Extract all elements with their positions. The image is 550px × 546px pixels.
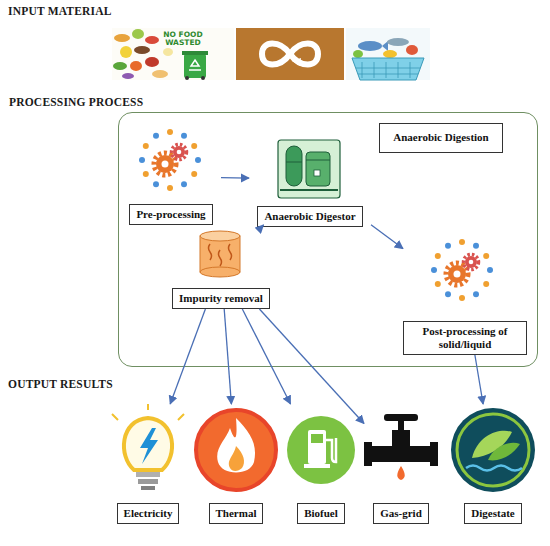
process-step: Post-processing of solid/liquid: [403, 235, 527, 355]
output-box: Gas-grid: [364, 404, 438, 524]
node-label: Digestate: [464, 503, 521, 524]
process-step: Pre-processing: [121, 129, 221, 225]
node-label: Pre-processing: [129, 204, 212, 225]
digestate-icon: [451, 408, 535, 492]
image-text: NO FOOD WASTED: [160, 31, 206, 48]
fuel-pump-icon: [287, 416, 355, 484]
section-heading: PROCESSING PROCESS: [9, 96, 143, 108]
flow-arrow: [259, 309, 364, 424]
basket-image: [346, 28, 430, 80]
bulb-icon: [112, 404, 184, 490]
gas-valve-icon: [364, 414, 438, 480]
process-step: Impurity removal: [157, 225, 285, 309]
output-box: Thermal: [194, 404, 278, 524]
node-label: Anaerobic Digestion: [393, 131, 488, 144]
gear-icon: [139, 129, 201, 191]
food-waste-image: [112, 28, 234, 80]
process-group: PROCESSING PROCESSPre-processingAnaerobi…: [118, 112, 538, 367]
node-label: Gas-grid: [373, 503, 429, 524]
section-heading: OUTPUT RESULTS: [8, 378, 113, 390]
flow-arrow: [170, 309, 205, 404]
circular-economy-image: [236, 28, 344, 80]
gear-icon: [431, 239, 493, 301]
node-label: Thermal: [209, 503, 264, 524]
node-label: Post-processing of solid/liquid: [403, 321, 527, 355]
flow-arrow: [262, 225, 264, 227]
node-label: Anaerobic Digestor: [257, 206, 362, 227]
flame-icon: [196, 410, 276, 490]
flow-arrow: [475, 355, 483, 404]
flow-arrow: [224, 309, 231, 404]
node-label: Electricity: [117, 503, 180, 524]
stage-title-box: Anaerobic Digestion: [379, 123, 503, 153]
output-box: Digestate: [446, 404, 540, 524]
output-box: Biofuel: [284, 404, 358, 524]
digestor-icon: [278, 140, 340, 198]
tank-icon: [200, 231, 240, 277]
node-label: Impurity removal: [172, 288, 270, 309]
flow-arrow: [221, 177, 249, 179]
node-label: Biofuel: [297, 503, 345, 524]
digestor-box: Anaerobic Digestor: [249, 131, 371, 227]
section-heading: INPUT MATERIAL: [8, 5, 112, 17]
flow-arrow: [242, 309, 290, 404]
output-box: Electricity: [106, 404, 190, 524]
flow-arrow: [371, 225, 403, 249]
